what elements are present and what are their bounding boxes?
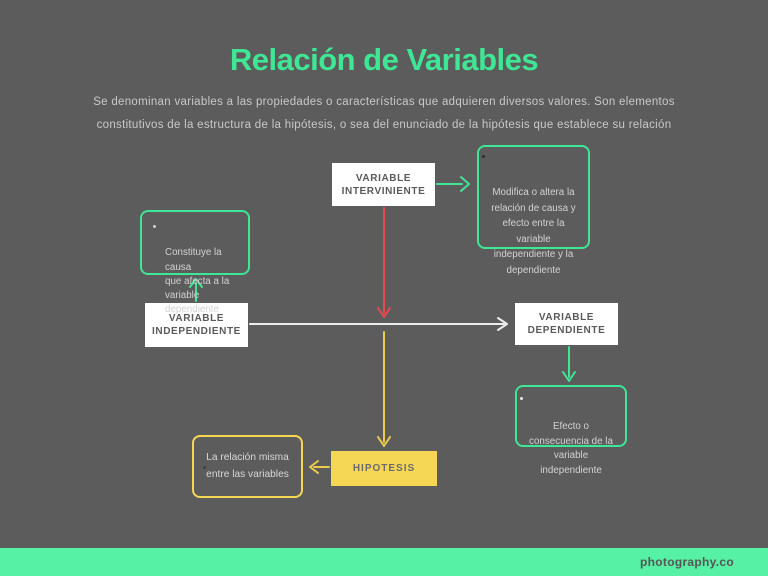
- arrow-interviniente-to-note-icon: [436, 176, 470, 192]
- node-hipotesis: HIPOTESIS: [331, 451, 437, 486]
- arrow-independiente-to-dependiente-icon: [249, 317, 508, 331]
- node-variable-independiente: VARIABLE INDEPENDIENTE: [145, 303, 248, 347]
- bullet-icon: [482, 155, 485, 158]
- node-hipotesis-label: HIPOTESIS: [352, 462, 416, 474]
- note-dependiente-text: Efecto o consecuencia de la variable ind…: [529, 421, 613, 476]
- note-interviniente: Modifica o altera la relación de causa y…: [477, 145, 590, 276]
- node-variable-independiente-label: VARIABLE INDEPENDIENTE: [152, 313, 241, 337]
- note-independiente-text: Constituye la causa que afecta a la vari…: [165, 247, 230, 316]
- footer-bar: photography.co: [0, 548, 768, 576]
- bullet-icon: [153, 225, 156, 228]
- arrow-interviniente-down-icon: [377, 207, 391, 318]
- note-hipotesis: La relación misma entre las variables: [192, 435, 303, 498]
- note-hipotesis-text: La relación misma entre las variables: [206, 452, 289, 480]
- bullet-icon: [520, 397, 523, 400]
- page-subtitle: Se denominan variables a las propiedades…: [93, 96, 675, 131]
- arrow-dependiente-to-note-icon: [562, 346, 576, 382]
- arrow-line-to-hipotesis-icon: [377, 331, 391, 447]
- note-interviniente-text: Modifica o altera la relación de causa y…: [491, 187, 576, 276]
- footer-brand-text: photography.co: [640, 555, 734, 569]
- bullet-icon: [203, 466, 206, 469]
- arrow-hipotesis-to-note-icon: [309, 460, 330, 474]
- note-independiente: Constituye la causa que afecta a la vari…: [140, 210, 250, 315]
- node-variable-dependiente-label: VARIABLE DEPENDIENTE: [527, 312, 606, 336]
- page-title: Relación de Variables: [229, 42, 539, 77]
- node-variable-interviniente-label: VARIABLE INTERVINIENTE: [341, 172, 426, 197]
- note-dependiente: Efecto o consecuencia de la variable ind…: [515, 385, 627, 476]
- node-variable-dependiente: VARIABLE DEPENDIENTE: [515, 303, 618, 345]
- node-variable-interviniente: VARIABLE INTERVINIENTE: [332, 163, 435, 206]
